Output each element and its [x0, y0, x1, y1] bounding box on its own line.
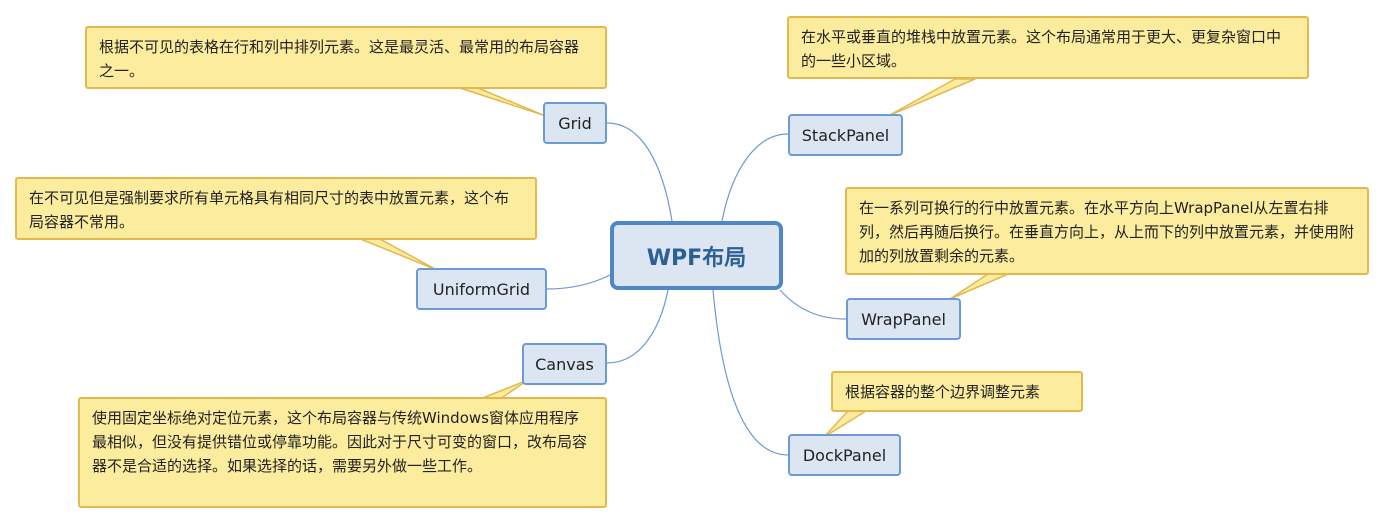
topic-dockpanel[interactable]: DockPanel	[788, 434, 901, 476]
note-stackpanel: 在水平或垂直的堆栈中放置元素。这个布局通常用于更大、更复杂窗口中的一些小区域。	[787, 16, 1309, 79]
topic-grid-label: Grid	[558, 113, 592, 133]
note-wrappanel: 在一系列可换行的行中放置元素。在水平方向上WrapPanel从左置右排列，然后再…	[845, 187, 1369, 275]
note-uniformgrid: 在不可见但是强制要求所有单元格具有相同尺寸的表中放置元素，这个布局容器不常用。	[15, 177, 537, 240]
note-dockpanel-text: 根据容器的整个边界调整元素	[845, 383, 1041, 401]
topic-grid[interactable]: Grid	[543, 102, 607, 144]
topic-wrappanel-label: WrapPanel	[861, 309, 946, 329]
connector-canvas	[606, 289, 669, 364]
note-canvas: 使用固定坐标绝对定位元素，这个布局容器与传统Windows窗体应用程序最相似，但…	[78, 397, 607, 508]
connector-grid	[606, 122, 673, 222]
note-canvas-text: 使用固定坐标绝对定位元素，这个布局容器与传统Windows窗体应用程序最相似，但…	[92, 409, 588, 475]
topic-uniformgrid-label: UniformGrid	[432, 279, 531, 299]
note-grid: 根据不可见的表格在行和列中排列元素。这是最灵活、最常用的布局容器之一。	[85, 26, 607, 89]
connector-wrappanel	[779, 289, 847, 320]
callout-pointer-stackpanel	[887, 78, 976, 117]
callout-pointer-grid	[459, 87, 544, 116]
note-stackpanel-text: 在水平或垂直的堆栈中放置元素。这个布局通常用于更大、更复杂窗口中的一些小区域。	[801, 28, 1282, 70]
central-topic-title: WPF布局	[646, 245, 747, 271]
callout-pointer-wrappanel	[949, 273, 1009, 300]
note-grid-text: 根据不可见的表格在行和列中排列元素。这是最灵活、最常用的布局容器之一。	[99, 38, 580, 80]
topic-stackpanel[interactable]: StackPanel	[788, 114, 903, 156]
note-wrappanel-text: 在一系列可换行的行中放置元素。在水平方向上WrapPanel从左置右排列，然后再…	[859, 199, 1355, 265]
topic-dockpanel-label: DockPanel	[802, 445, 887, 465]
central-topic[interactable]: WPF布局	[610, 221, 783, 290]
topic-stackpanel-label: StackPanel	[801, 125, 890, 145]
topic-wrappanel[interactable]: WrapPanel	[846, 298, 961, 340]
connector-uniformgrid	[546, 274, 611, 290]
topic-canvas-label: Canvas	[535, 354, 594, 374]
connector-stackpanel	[721, 133, 789, 222]
connector-dockpanel	[712, 289, 789, 456]
note-uniformgrid-text: 在不可见但是强制要求所有单元格具有相同尺寸的表中放置元素，这个布局容器不常用。	[29, 189, 510, 231]
topic-canvas[interactable]: Canvas	[522, 343, 607, 385]
topic-uniformgrid[interactable]: UniformGrid	[416, 268, 547, 310]
note-dockpanel: 根据容器的整个边界调整元素	[831, 371, 1083, 412]
callout-pointer-uniformgrid	[357, 237, 438, 271]
